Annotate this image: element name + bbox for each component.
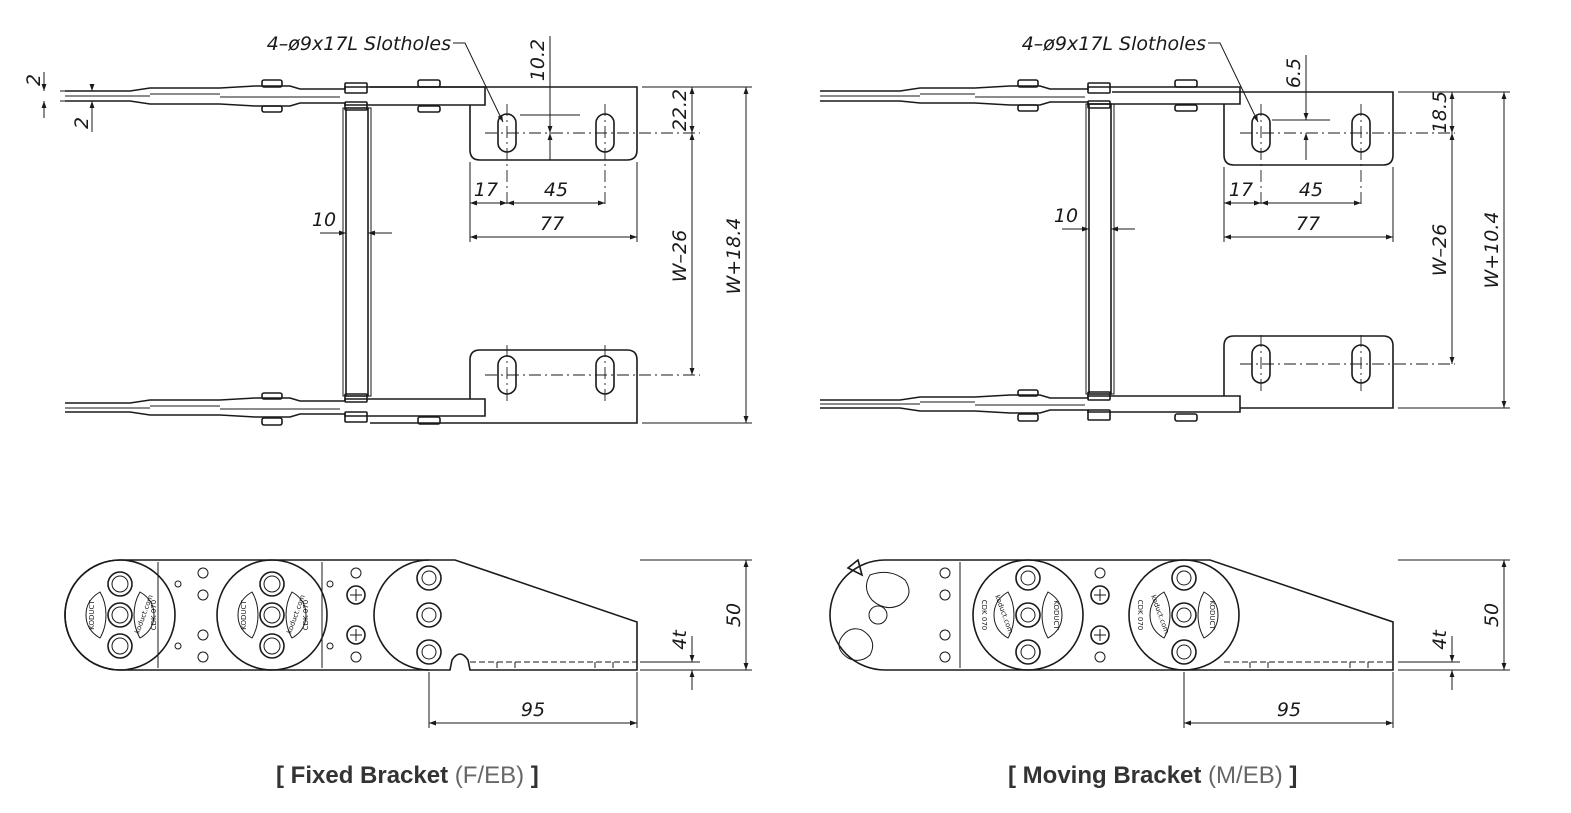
dim-height: 50 (1481, 603, 1503, 627)
dim-slot-offset: 10.2 (527, 39, 549, 81)
dim-span: W–26 (1429, 224, 1451, 276)
dim-bar: 10 (312, 209, 336, 231)
fixed-bracket-caption: [ Fixed Bracket (F/EB) ] (276, 762, 539, 790)
dim-bracket-edge: 18.5 (1429, 91, 1451, 133)
caption-bracket-close: ] (524, 762, 539, 789)
dim-bar: 10 (1054, 205, 1078, 227)
link-mark-brand: KODUCT (88, 600, 96, 630)
dim-height: 50 (723, 603, 745, 627)
dim-edge: 17 (474, 179, 498, 201)
dim-overall: W+18.4 (723, 217, 745, 294)
caption-bracket-open: [ (1008, 762, 1023, 789)
dim-thickness: 4t (1429, 629, 1451, 650)
dim-bracket-edge: 22.2 (669, 89, 691, 131)
dim-edge: 17 (1229, 179, 1253, 201)
link-mark-model: CDK 070 (302, 600, 310, 630)
caption-code: (F/EB) (448, 762, 525, 789)
moving-side-view: CDK 070 koduct.com KODUCT CDK 070 koduct… (829, 558, 1510, 728)
dim-overall: W+10.4 (1481, 211, 1503, 288)
slot-label: 4–ø9x17L Slotholes (267, 33, 451, 55)
dim-pitch: 45 (1299, 179, 1323, 201)
link-mark-brand: KODUCT (240, 600, 248, 630)
dim-base: 95 (521, 699, 545, 721)
link-mark-brand: KODUCT (1052, 600, 1060, 630)
fixed-side-view: KODUCT koduct.com CDK 070 KODUCT koduct.… (64, 559, 752, 728)
moving-top-view: 4–ø9x17L Slotholes 17 45 77 10 6.5 18.5 … (820, 33, 1510, 422)
link-mark-model: CDK 070 (150, 600, 158, 630)
dim-length: 77 (1296, 213, 1320, 235)
caption-code: (M/EB) (1201, 762, 1283, 789)
dim-pitch: 45 (544, 179, 568, 201)
slot-label: 4–ø9x17L Slotholes (1022, 33, 1206, 55)
fixed-top-view: 4–ø9x17L Slotholes 17 45 77 10 10.2 22.2… (23, 33, 752, 426)
moving-bracket-caption: [ Moving Bracket (M/EB) ] (1008, 762, 1297, 790)
dim-thickness: 4t (669, 629, 691, 650)
link-mark-model: CDK 070 (1136, 600, 1144, 630)
caption-title: Fixed Bracket (290, 762, 449, 789)
caption-bracket-close: ] (1282, 762, 1298, 789)
link-mark-brand: KODUCT (1208, 600, 1216, 630)
caption-title: Moving Bracket (1022, 762, 1202, 789)
dim-top-thk: 2 (23, 74, 45, 86)
link-mark-model: CDK 070 (980, 600, 988, 630)
dim-slot-offset: 6.5 (1283, 58, 1305, 88)
dim-span: W–26 (669, 230, 691, 282)
caption-bracket-open: [ (276, 762, 291, 789)
dim-length: 77 (540, 213, 564, 235)
dim-base: 95 (1277, 699, 1301, 721)
dim-bottom-thk: 2 (71, 117, 93, 129)
